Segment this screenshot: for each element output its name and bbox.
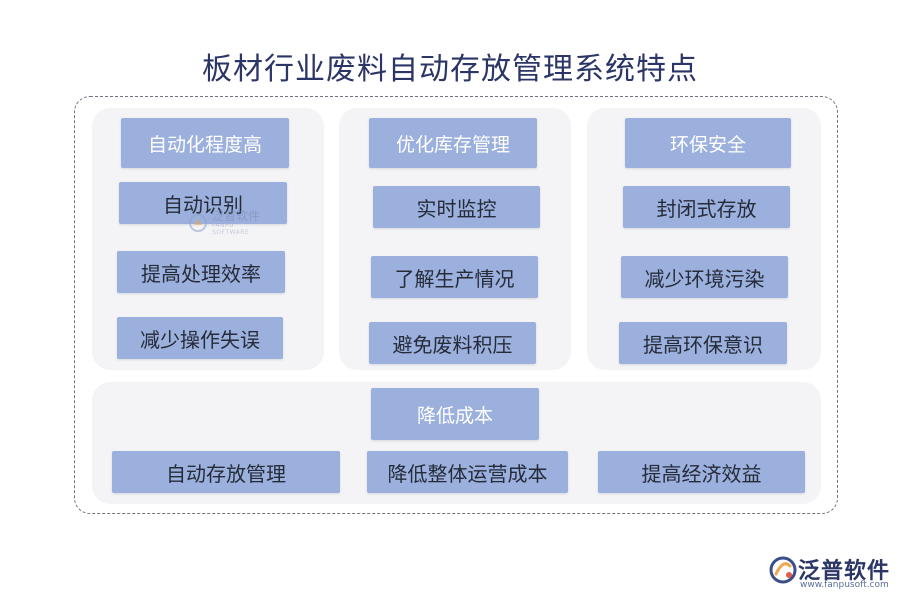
brand-logo-icon xyxy=(769,556,797,584)
diagram-frame xyxy=(74,96,838,514)
header-cost: 降低成本 xyxy=(371,388,539,440)
item-environment-awareness: 提高环保意识 xyxy=(619,322,787,364)
item-avoid-backlog: 避免废料积压 xyxy=(369,322,536,364)
item-economic-benefit: 提高经济效益 xyxy=(598,451,805,493)
item-reduce-operating-cost: 降低整体运营成本 xyxy=(367,451,568,493)
watermark-logo-icon xyxy=(189,214,207,232)
watermark: 泛普软件 FANPU SOFTWARE xyxy=(188,209,268,236)
item-enclosed-storage: 封闭式存放 xyxy=(623,186,790,228)
item-improve-efficiency: 提高处理效率 xyxy=(117,251,285,293)
item-automatic-identification: 自动识别 xyxy=(119,182,287,224)
header-environment: 环保安全 xyxy=(625,118,791,168)
item-understand-production: 了解生产情况 xyxy=(371,256,538,298)
item-automatic-storage-management: 自动存放管理 xyxy=(112,451,340,493)
brand-logo: 泛普软件 www.fanpusoft.com xyxy=(768,553,890,593)
watermark-text: 泛普软件 xyxy=(212,209,261,223)
page-title: 板材行业废料自动存放管理系统特点 xyxy=(202,52,698,87)
brand-logo-text: 泛普软件 xyxy=(798,559,891,584)
brand-logo-url: www.fanpusoft.com xyxy=(800,580,889,590)
item-realtime-monitoring: 实时监控 xyxy=(373,186,540,228)
header-inventory: 优化库存管理 xyxy=(369,118,537,168)
item-reduce-pollution: 减少环境污染 xyxy=(621,256,788,298)
item-reduce-errors: 减少操作失误 xyxy=(117,317,283,359)
watermark-subtext: FANPU SOFTWARE xyxy=(212,222,250,236)
header-automation: 自动化程度高 xyxy=(121,118,289,168)
